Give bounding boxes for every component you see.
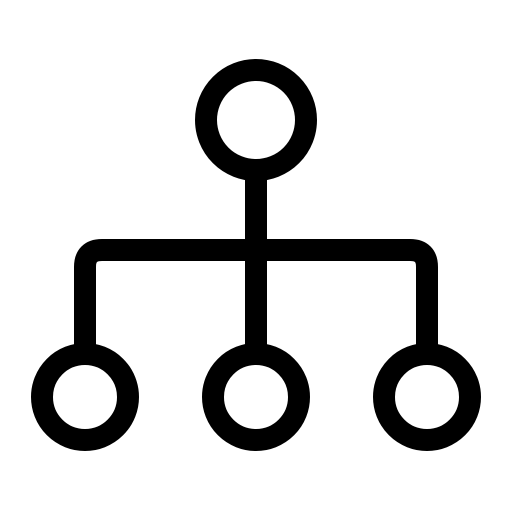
child-node-right: [373, 343, 481, 451]
branch-connector: [74, 239, 438, 352]
root-node-circle: [195, 59, 317, 181]
child-node-left: [31, 343, 139, 451]
child-node-middle: [202, 343, 310, 451]
